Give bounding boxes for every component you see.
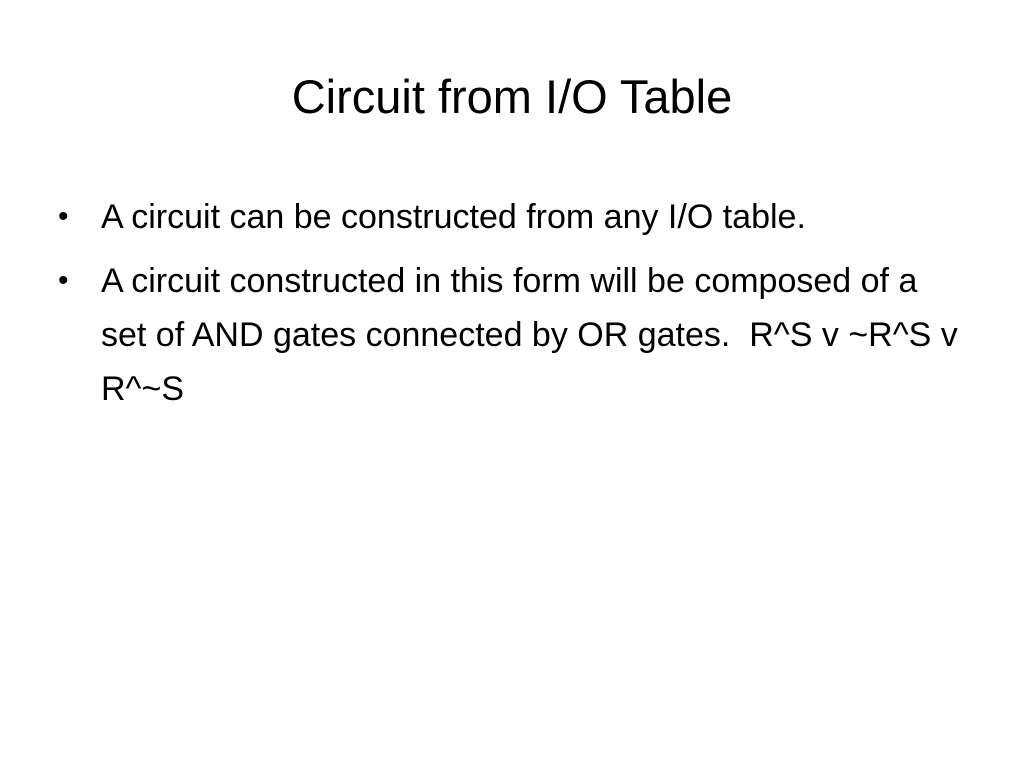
bullet-item: • A circuit can be constructed from any … [58,190,958,244]
bullet-icon: • [58,264,69,297]
bullet-text: A circuit can be constructed from any I/… [101,198,806,236]
bullet-list: • A circuit can be constructed from any … [58,190,958,426]
bullet-text: A circuit constructed in this form will … [101,262,968,408]
slide-title: Circuit from I/O Table [291,70,733,123]
bullet-icon: • [58,200,69,233]
bullet-item: • A circuit constructed in this form wil… [58,254,958,416]
